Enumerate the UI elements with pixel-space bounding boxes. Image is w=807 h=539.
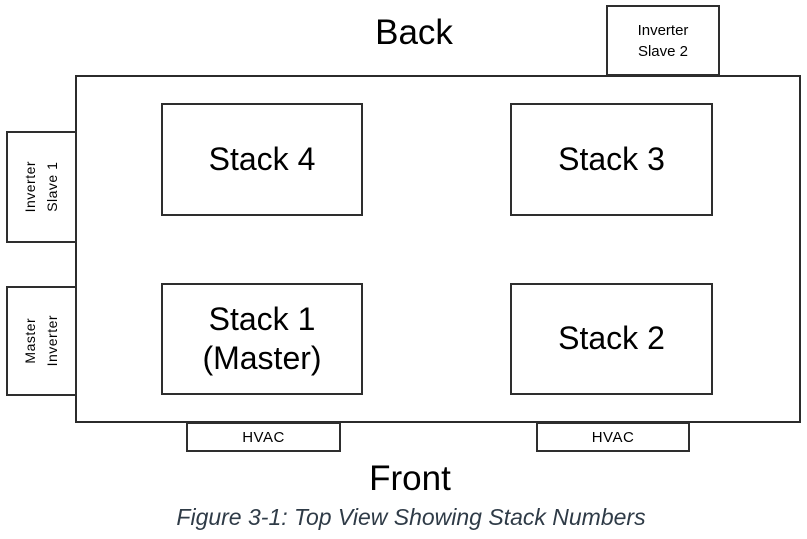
stack-2-label: Stack 2: [558, 320, 665, 357]
figure-caption: Figure 3-1: Top View Showing Stack Numbe…: [176, 504, 646, 530]
stack-3-box: Stack 3: [510, 103, 713, 216]
inverter-slave-1-box: Inverter Slave 1: [6, 131, 77, 243]
stack-1-label-line2: (Master): [202, 340, 322, 376]
stack-4-box: Stack 4: [161, 103, 363, 216]
inverter-slave-2-label-line1: Inverter: [637, 21, 689, 39]
hvac-left-label: HVAC: [242, 428, 285, 446]
inverter-slave-1-label-line2: Slave 1: [43, 161, 60, 213]
front-side-label: Front: [369, 459, 451, 498]
master-inverter-box: Master Inverter: [6, 286, 77, 396]
master-inverter-label: Master Inverter: [20, 315, 63, 366]
inverter-slave-1-label-line1: Inverter: [21, 161, 38, 213]
stack-2-box: Stack 2: [510, 283, 713, 395]
hvac-left-box: HVAC: [186, 422, 341, 452]
hvac-right-label: HVAC: [591, 428, 635, 446]
hvac-right-box: HVAC: [536, 422, 690, 452]
inverter-slave-2-label-line2: Slave 2: [637, 42, 689, 60]
master-inverter-label-line1: Master: [21, 318, 38, 364]
inverter-slave-2-box: Inverter Slave 2: [606, 5, 720, 76]
stack-1-label-line1: Stack 1: [208, 300, 316, 337]
stack-4-label: Stack 4: [208, 140, 316, 177]
back-side-label: Back: [375, 13, 453, 52]
stack-1-master-box: Stack 1 (Master): [161, 283, 363, 395]
inverter-slave-1-label: Inverter Slave 1: [20, 161, 63, 212]
stack-3-label: Stack 3: [558, 140, 665, 177]
master-inverter-label-line2: Inverter: [43, 315, 60, 367]
